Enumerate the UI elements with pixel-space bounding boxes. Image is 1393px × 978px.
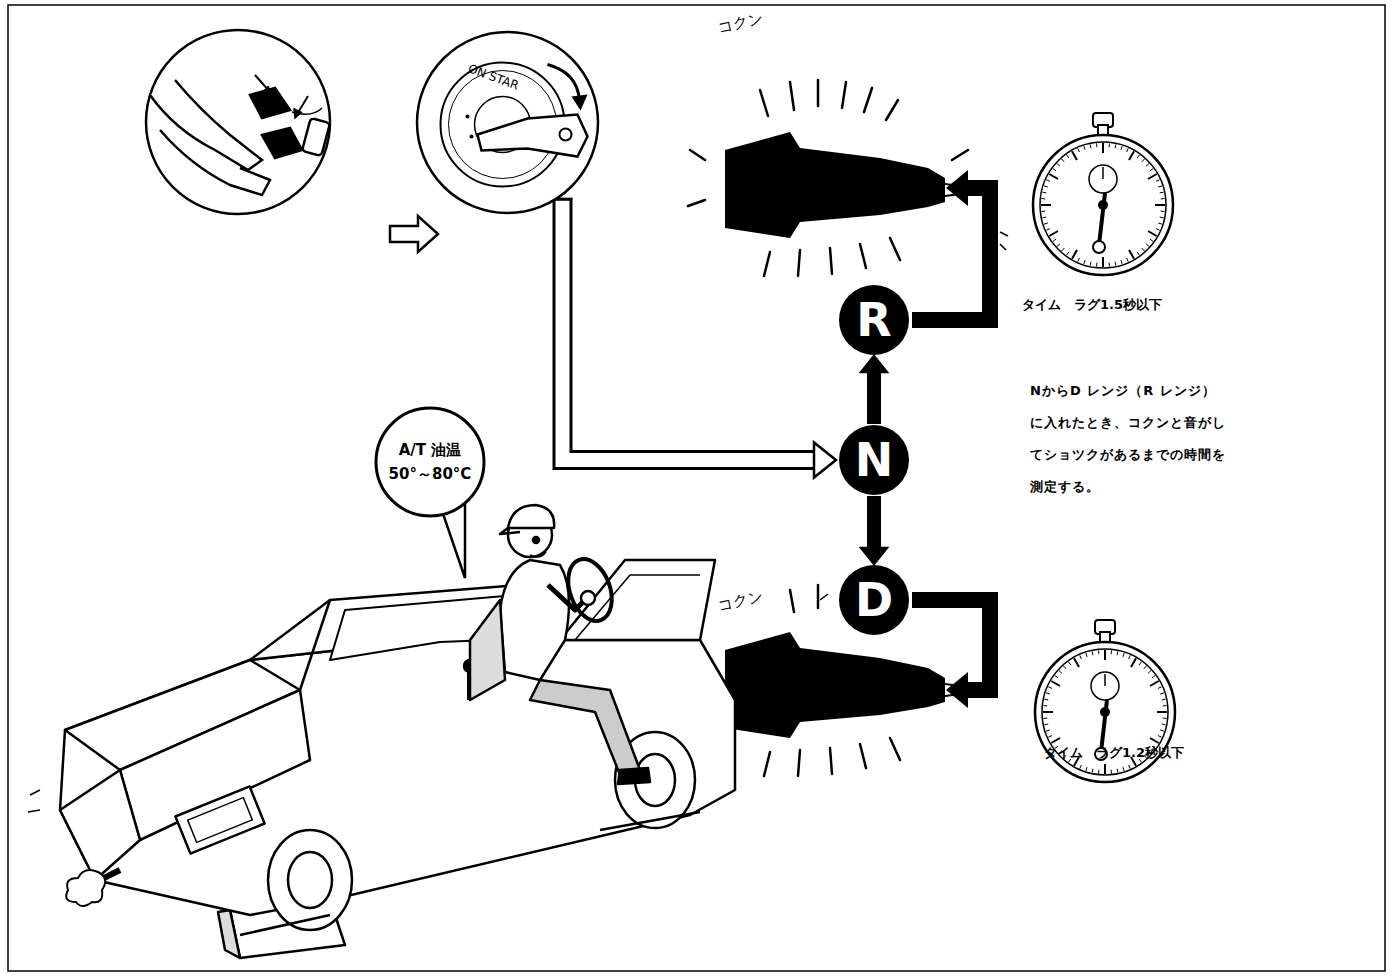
range-letter: D	[855, 577, 893, 623]
sound-text: コクン	[717, 588, 765, 616]
connector	[861, 356, 887, 424]
callout-bubble: A/T 油温 50°～80°C	[374, 406, 486, 518]
callout-text: A/T 油温 50°～80°C	[384, 438, 476, 486]
ignition-circle: ON STAR	[415, 30, 600, 215]
node-outline	[415, 30, 600, 215]
signal-line	[912, 188, 990, 320]
arrowhead	[946, 672, 968, 708]
range-letter: N	[855, 437, 894, 483]
hollow-arrow	[390, 216, 438, 252]
range-circle: N	[838, 424, 910, 496]
transmission-top	[725, 132, 960, 238]
vibration-marks	[688, 80, 968, 276]
range-letter: R	[856, 297, 891, 343]
connector	[861, 496, 887, 564]
node-outline	[374, 406, 486, 518]
connector	[553, 199, 837, 478]
tick	[1000, 232, 1008, 250]
transmission-bottom	[725, 632, 960, 738]
range-circle: D	[838, 564, 910, 636]
frame	[8, 5, 1385, 971]
arrowhead	[946, 170, 968, 206]
car-illustration	[28, 505, 828, 958]
time-lag-text: タイム ラグ1.2秒以下	[1044, 744, 1184, 762]
signal-line	[912, 600, 990, 690]
time-lag-text: タイム ラグ1.5秒以下	[1022, 296, 1162, 314]
pedal-illustration	[146, 30, 330, 214]
stopwatch	[1033, 113, 1173, 275]
range-circle: R	[838, 284, 910, 356]
note-text: NからD レンジ（R レンジ） に入れたとき、コクンと音がし てショツクがあるま…	[1030, 375, 1230, 502]
sound-text: コクン	[717, 10, 765, 38]
